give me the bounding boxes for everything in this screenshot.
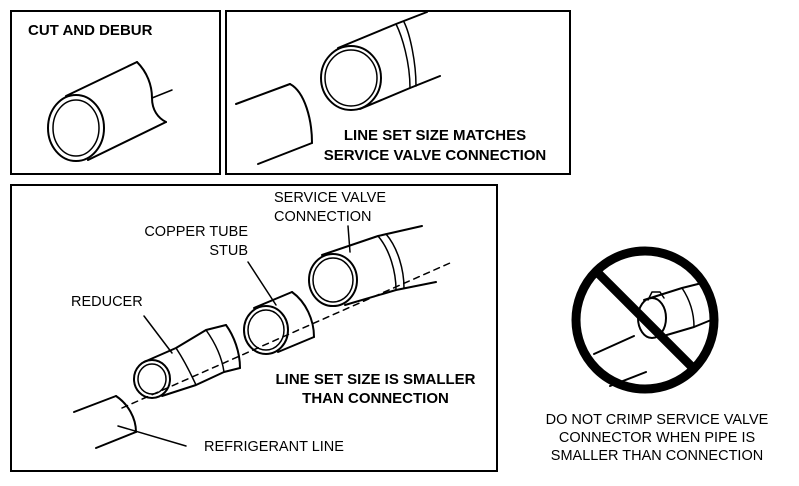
matching-pipe-illustration	[235, 11, 441, 165]
refrigerant-line-label: REFRIGERANT LINE	[204, 439, 344, 455]
service-valve-label-line2: CONNECTION	[274, 209, 372, 225]
copper-tube-label-line2: STUB	[209, 243, 248, 259]
matches-caption-line2: SERVICE VALVE CONNECTION	[323, 147, 547, 164]
smaller-caption-line1: LINE SET SIZE IS SMALLER	[275, 371, 476, 388]
matches-caption-line1: LINE SET SIZE MATCHES	[343, 127, 527, 144]
prohibition-icon	[571, 246, 719, 394]
warning-line2: CONNECTOR WHEN PIPE IS	[558, 430, 756, 446]
leader-lines	[117, 225, 351, 447]
centerline	[121, 262, 451, 409]
panel-line-set-smaller	[10, 184, 498, 472]
copper-tube-label-line1: COPPER TUBE	[144, 224, 248, 240]
smaller-caption-line2: THAN CONNECTION	[302, 390, 449, 407]
warning-line1: DO NOT CRIMP SERVICE VALVE	[545, 412, 769, 428]
reducer-label: REDUCER	[71, 294, 143, 310]
cut-pipe-illustration	[47, 61, 173, 162]
cut-and-debur-title: CUT AND DEBUR	[28, 22, 153, 39]
service-valve-label-line1: SERVICE VALVE	[274, 190, 387, 206]
warning-line3: SMALLER THAN CONNECTION	[550, 448, 764, 464]
reducer-assembly-illustration	[73, 225, 437, 449]
